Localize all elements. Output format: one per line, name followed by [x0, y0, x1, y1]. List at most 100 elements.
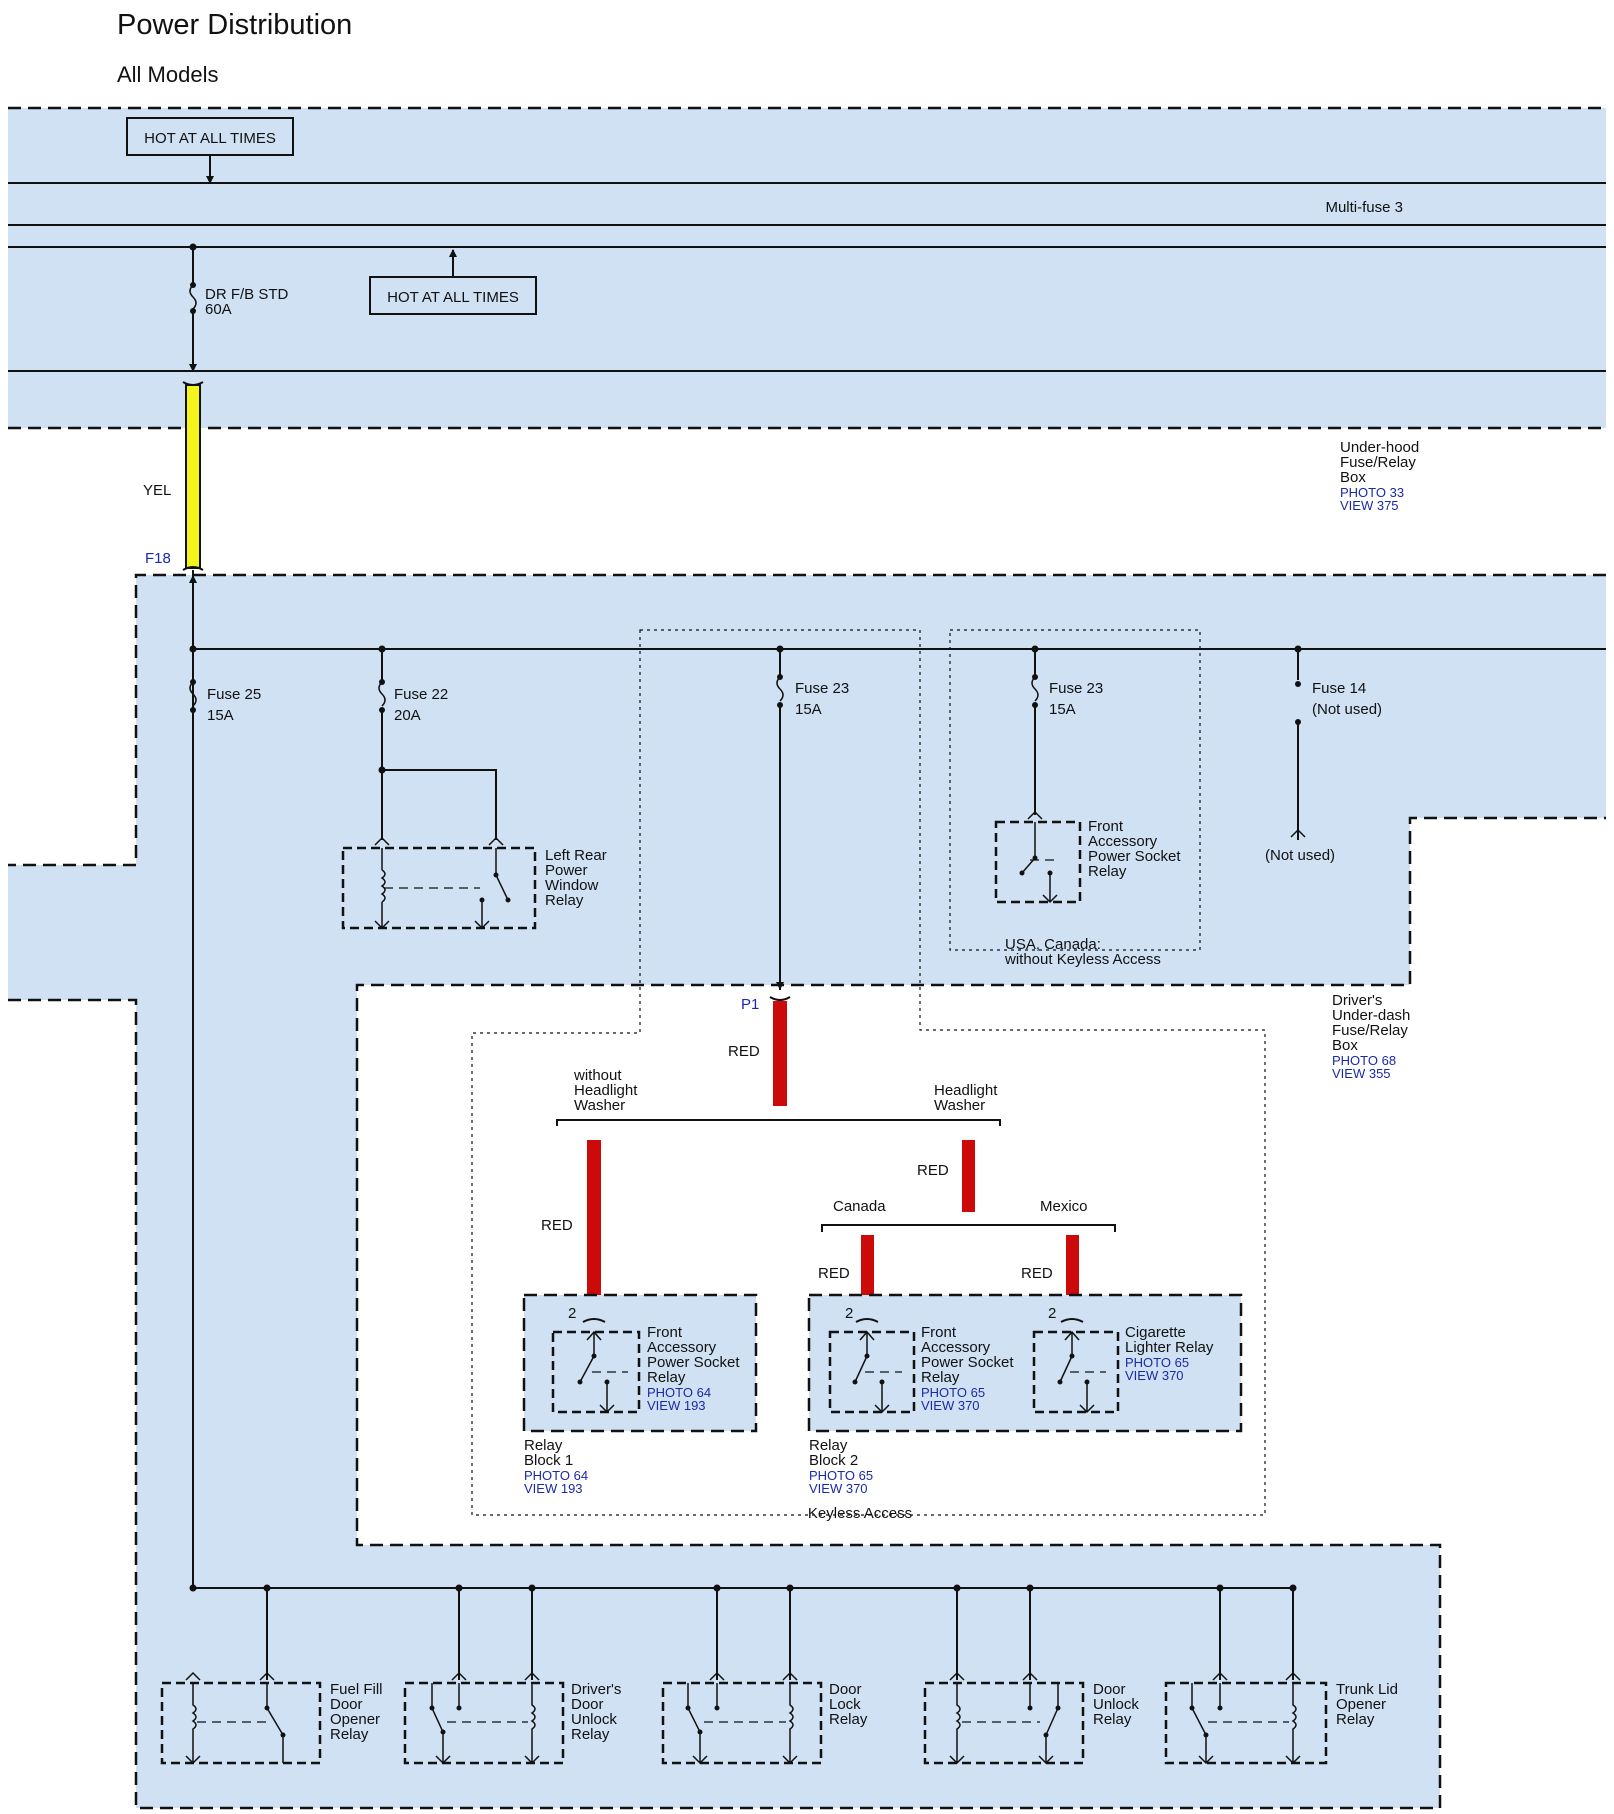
underhood-view: VIEW 375 [1340, 498, 1399, 513]
usa-canada-l2: without Keyless Access [1004, 951, 1161, 968]
fuse22-rating: 20A [394, 707, 421, 724]
rb2-relay1-l3: Power Socket [921, 1354, 1014, 1371]
front-acc-top-l3: Power Socket [1088, 848, 1181, 865]
main-fuse-rating: 60A [205, 301, 232, 318]
relay-3-l2: Lock [829, 1696, 861, 1713]
fuse23a-rating: 15A [795, 701, 822, 718]
without-hw-l3: Washer [574, 1097, 625, 1114]
fuel-fill-relay [160, 1588, 322, 1765]
connector-p1: P1 [741, 996, 759, 1013]
fuse23b-name: Fuse 23 [1049, 680, 1103, 697]
relay-1-l1: Fuel Fill [330, 1681, 383, 1698]
red-label-hw: RED [917, 1162, 949, 1179]
wire-red-without-hw [587, 1140, 601, 1320]
rb2-relay1-view: VIEW 370 [921, 1398, 980, 1413]
hot-at-all-times-top: HOT AT ALL TIMES [144, 130, 276, 147]
rb1-pin: 2 [568, 1305, 576, 1322]
relay-5-l2: Opener [1336, 1696, 1386, 1713]
front-acc-top-l2: Accessory [1088, 833, 1158, 850]
rb1-view: VIEW 193 [524, 1481, 583, 1496]
red-label-mexico: RED [1021, 1265, 1053, 1282]
fuse14-name: Fuse 14 [1312, 680, 1366, 697]
door-lock-relay [661, 1588, 823, 1765]
drivers-box-l4: Box [1332, 1037, 1358, 1054]
fuse-symbol-icon [189, 284, 197, 310]
rb2-photo: PHOTO 65 [809, 1468, 873, 1483]
rb1-photo: PHOTO 64 [524, 1468, 588, 1483]
front-acc-top-l4: Relay [1088, 863, 1127, 880]
left-rear-relay-l3: Window [545, 877, 599, 894]
driver-box-bg [8, 575, 1606, 1808]
red-label-p1: RED [728, 1043, 760, 1060]
main-fuse-name: DR F/B STD [205, 286, 289, 303]
rb1-relay-view: VIEW 193 [647, 1398, 706, 1413]
wire-yel [185, 384, 201, 569]
keyless-area-bg [360, 988, 1405, 1542]
relay-2-l3: Unlock [571, 1711, 617, 1728]
relay-block-2 [807, 1293, 1243, 1433]
page-title: Power Distribution [117, 9, 352, 41]
rb1-label-l2: Block 1 [524, 1452, 573, 1469]
fuse22-name: Fuse 22 [394, 686, 448, 703]
relay-5-l3: Relay [1336, 1711, 1375, 1728]
rb1-relay-l3: Power Socket [647, 1354, 740, 1371]
rb2-label-l2: Block 2 [809, 1452, 858, 1469]
fuse23b-rating: 15A [1049, 701, 1076, 718]
keyless-access-label: Keyless Access [808, 1505, 912, 1522]
rb2-relay2-l1: Cigarette [1125, 1324, 1186, 1341]
left-rear-relay-l2: Power [545, 862, 588, 879]
front-acc-top-l1: Front [1088, 818, 1124, 835]
without-hw-l1: without [573, 1067, 622, 1084]
connector-f18: F18 [145, 550, 171, 567]
rb1-relay-photo: PHOTO 64 [647, 1385, 711, 1400]
drivers-box-l2: Under-dash [1332, 1007, 1410, 1024]
underhood-label-3: Box [1340, 469, 1366, 486]
rb2-pin-1: 2 [845, 1305, 853, 1322]
canada-label: Canada [833, 1198, 886, 1215]
left-rear-relay-l1: Left Rear [545, 847, 607, 864]
relay-2-l1: Driver's [571, 1681, 621, 1698]
rb2-label-l1: Relay [809, 1437, 848, 1454]
red-label-canada: RED [818, 1265, 850, 1282]
wire-red-p1 [773, 1001, 787, 1106]
relay-1-l4: Relay [330, 1726, 369, 1743]
rb2-relay2-view: VIEW 370 [1125, 1368, 1184, 1383]
underhood-box-bg [8, 108, 1606, 428]
rb1-label-l1: Relay [524, 1437, 563, 1454]
drivers-door-unlock-relay [403, 1588, 565, 1765]
mexico-label: Mexico [1040, 1198, 1088, 1215]
relay-4-l3: Relay [1093, 1711, 1132, 1728]
relay-1-l3: Opener [330, 1711, 380, 1728]
relay-2-l2: Door [571, 1696, 604, 1713]
fuse25-rating: 15A [207, 707, 234, 724]
relay-3-l3: Relay [829, 1711, 868, 1728]
relay-5-l1: Trunk Lid [1336, 1681, 1398, 1698]
page-subtitle: All Models [117, 62, 218, 87]
without-hw-l2: Headlight [574, 1082, 638, 1099]
wire-yel-label: YEL [143, 482, 171, 499]
not-used-label: (Not used) [1265, 847, 1335, 864]
usa-canada-l1: USA, Canada: [1005, 936, 1101, 953]
underhood-photo: PHOTO 33 [1340, 485, 1404, 500]
left-rear-relay-l4: Relay [545, 892, 584, 909]
hw-l1: Headlight [934, 1082, 998, 1099]
relay-2-l4: Relay [571, 1726, 610, 1743]
wire-red-hw [962, 1140, 975, 1212]
rb2-view: VIEW 370 [809, 1481, 868, 1496]
hw-l2: Washer [934, 1097, 985, 1114]
left-rear-window-relay [341, 846, 537, 930]
drivers-box-photo: PHOTO 68 [1332, 1053, 1396, 1068]
rb1-relay-l2: Accessory [647, 1339, 717, 1356]
underhood-label-1: Under-hood [1340, 439, 1419, 456]
fuse25-name: Fuse 25 [207, 686, 261, 703]
relay-4-l2: Unlock [1093, 1696, 1139, 1713]
door-unlock-relay [923, 1588, 1085, 1765]
rb2-relay1-l4: Relay [921, 1369, 960, 1386]
rb1-relay-l4: Relay [647, 1369, 686, 1386]
fuse14-rating: (Not used) [1312, 701, 1382, 718]
relay-4-l1: Door [1093, 1681, 1126, 1698]
red-label-without-hw: RED [541, 1217, 573, 1234]
multi-fuse-label: Multi-fuse 3 [1325, 199, 1403, 216]
fuse23a-name: Fuse 23 [795, 680, 849, 697]
rb1-relay-l1: Front [647, 1324, 683, 1341]
